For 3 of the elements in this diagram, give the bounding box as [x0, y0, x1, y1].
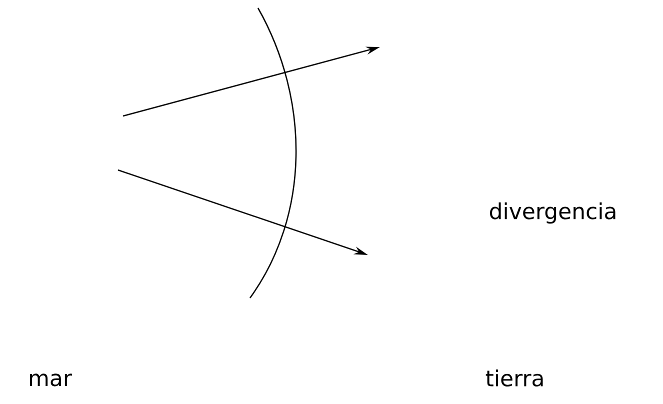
region-label: mar — [30, 374, 72, 386]
region-label: tierra — [486, 370, 543, 387]
region-label: divergencia — [490, 202, 616, 224]
